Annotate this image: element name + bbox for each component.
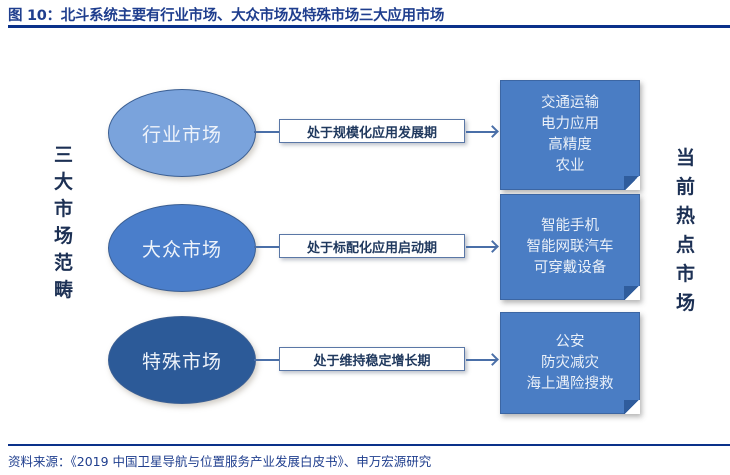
arrow-right-icon	[466, 131, 496, 133]
left-label-char: 畴	[54, 279, 74, 301]
hotspot-card-industry: 交通运输 电力应用 高精度 农业	[500, 80, 640, 190]
hotspot-item: 可穿戴设备	[533, 259, 607, 276]
right-label-char: 当	[676, 147, 696, 169]
hotspot-item: 智能网联汽车	[526, 238, 614, 255]
connector-line	[254, 131, 279, 133]
market-name: 特殊市场	[141, 350, 222, 373]
source-note: 资料来源：《2019 中国卫星导航与位置服务产业发展白皮书》、申万宏源研究	[8, 454, 432, 469]
hotspot-card-special: 公安 防灾减灾 海上遇险搜救	[500, 312, 640, 414]
left-label-char: 场	[54, 225, 74, 247]
arrow-right-icon	[466, 246, 496, 248]
hotspot-item: 高精度	[548, 137, 592, 153]
right-label-char: 点	[676, 234, 696, 256]
figure-title: 图 10：北斗系统主要有行业市场、大众市场及特殊市场三大应用市场	[8, 8, 445, 24]
connector-line	[254, 359, 279, 361]
left-label-char: 市	[54, 198, 74, 220]
market-ellipse-consumer: 大众市场	[108, 204, 256, 292]
connector-line	[254, 246, 279, 248]
phase-label: 处于标配化应用启动期	[306, 240, 437, 256]
title-divider	[8, 25, 730, 28]
hotspot-item: 海上遇险搜救	[526, 375, 614, 392]
market-name: 行业市场	[141, 123, 222, 146]
phase-box-consumer: 处于标配化应用启动期	[279, 234, 465, 258]
right-label-char: 场	[676, 292, 696, 314]
hotspot-item: 交通运输	[541, 95, 599, 111]
left-label-char: 范	[54, 252, 74, 274]
right-label-char: 前	[676, 176, 696, 198]
market-name: 大众市场	[141, 238, 222, 261]
footer-divider	[8, 444, 730, 446]
left-label-char: 三	[54, 144, 74, 166]
market-ellipse-industry: 行业市场	[108, 89, 256, 177]
right-vertical-label: 当 前 热 点 市 场	[676, 144, 695, 318]
hotspot-item: 电力应用	[541, 116, 599, 132]
market-ellipse-special: 特殊市场	[108, 316, 256, 404]
hotspot-item: 防灾减灾	[541, 354, 599, 371]
phase-label: 处于维持稳定增长期	[313, 353, 431, 369]
left-label-char: 大	[54, 171, 74, 193]
hotspot-item: 智能手机	[541, 217, 599, 234]
phase-label: 处于规模化应用发展期	[306, 125, 437, 141]
phase-box-special: 处于维持稳定增长期	[279, 347, 465, 371]
phase-box-industry: 处于规模化应用发展期	[279, 119, 465, 143]
hotspot-item: 农业	[555, 158, 585, 174]
hotspot-item: 公安	[555, 333, 585, 350]
arrow-right-icon	[466, 359, 496, 361]
left-vertical-label: 三 大 市 场 范 畴	[54, 142, 73, 304]
hotspot-card-consumer: 智能手机 智能网联汽车 可穿戴设备	[500, 194, 640, 300]
right-label-char: 热	[676, 205, 696, 227]
right-label-char: 市	[676, 263, 696, 285]
